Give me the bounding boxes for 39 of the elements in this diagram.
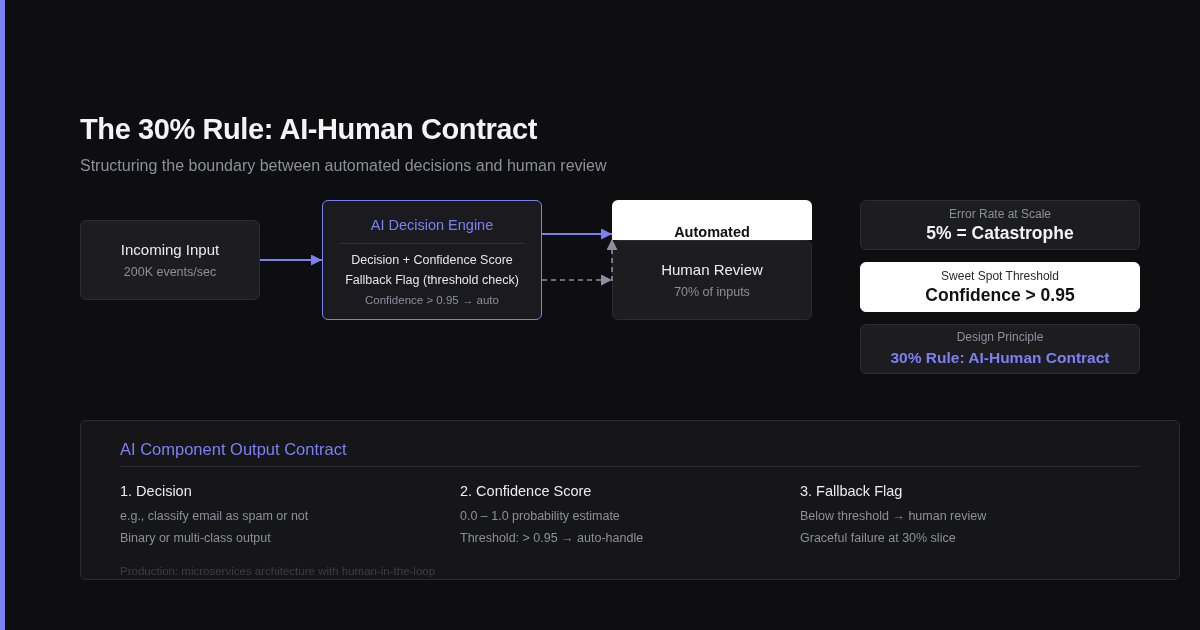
item-text: 0.0 – 1.0 probability estimate bbox=[460, 508, 620, 525]
engine-box bbox=[322, 200, 542, 320]
dashed-arrow bbox=[541, 274, 613, 286]
box-subtitle: 70% of inputs bbox=[674, 283, 750, 300]
box-title: Automated bbox=[674, 224, 750, 240]
item-text: Threshold: > 0.95 → auto-handle bbox=[460, 530, 644, 547]
stat-card bbox=[860, 324, 1140, 374]
item-text: e.g., classify email as spam or not bbox=[120, 508, 309, 525]
arrow bbox=[259, 254, 323, 266]
stat-card bbox=[860, 262, 1140, 312]
dashed-arrow bbox=[606, 238, 618, 282]
engine-note: Confidence > 0.95 → auto bbox=[365, 293, 499, 308]
page-title: The 30% Rule: AI-Human Contract bbox=[80, 112, 538, 146]
item-heading: 2. Confidence Score bbox=[460, 482, 592, 501]
item-text: Below threshold → human review bbox=[800, 508, 987, 525]
box-title: Incoming Input bbox=[120, 240, 220, 259]
stat-value: 30% Rule: AI-Human Contract bbox=[890, 348, 1110, 368]
stat-value: 5% = Catastrophe bbox=[926, 223, 1074, 243]
outcome-box bbox=[612, 240, 812, 320]
stat-label: Design Principle bbox=[956, 330, 1044, 345]
item-heading: 1. Decision bbox=[120, 482, 192, 501]
item-heading: 3. Fallback Flag bbox=[800, 482, 903, 501]
engine-output-line: Fallback Flag (threshold check) bbox=[345, 272, 519, 289]
contract-panel bbox=[80, 420, 1180, 580]
arrow bbox=[541, 228, 613, 240]
box-subtitle: 200K events/sec bbox=[123, 263, 217, 280]
item-text: Graceful failure at 30% slice bbox=[800, 530, 956, 547]
process-box bbox=[80, 220, 260, 300]
engine-title: AI Decision Engine bbox=[370, 216, 494, 234]
engine-output-line: Decision + Confidence Score bbox=[351, 252, 513, 269]
stat-label: Sweet Spot Threshold bbox=[941, 269, 1059, 284]
outcome-box bbox=[612, 200, 812, 240]
item-text: Binary or multi-class output bbox=[120, 530, 271, 547]
stat-value: Confidence > 0.95 bbox=[925, 285, 1075, 305]
stat-label: Error Rate at Scale bbox=[948, 207, 1051, 222]
page-subtitle: Structuring the boundary between automated decisions and human review bbox=[80, 156, 607, 176]
box-title: Human Review bbox=[661, 260, 763, 279]
panel-heading: AI Component Output Contract bbox=[120, 439, 347, 459]
stat-card bbox=[860, 200, 1140, 250]
